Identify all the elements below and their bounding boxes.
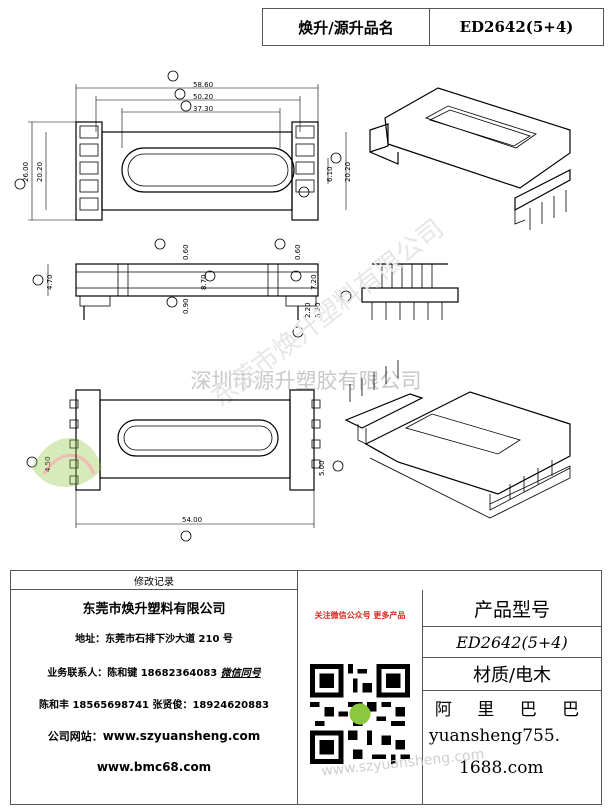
contact-line-2: 陈和丰 18565698741 张贤俊：18924620883	[38, 700, 270, 711]
isometric-view-bottom	[344, 360, 571, 519]
dim-4-50: 4.50	[44, 456, 52, 472]
dim-0-90: 0.90	[182, 298, 190, 314]
website-url[interactable]: www.szyuansheng.com	[102, 729, 261, 743]
alibaba-shop-url-2[interactable]: 1688.com	[459, 758, 544, 778]
dim-7-20: 7.20	[310, 274, 318, 290]
technical-drawing: 58.60 50.20 37.30 26.00 20.20 20.20 6.10	[14, 70, 571, 542]
qr-code	[310, 664, 410, 764]
dim-0-60: 0.60	[182, 244, 190, 260]
info-block: 修改记录 东莞市焕升塑料有限公司 地址：东莞市石排下沙大道 210 号 业务联系…	[10, 570, 602, 805]
dim-2-20: 2.20	[304, 302, 312, 318]
dim-6-10: 6.10	[326, 166, 334, 182]
product-model-label: 产品型号	[423, 590, 601, 627]
website-line: 公司网站：www.szyuansheng.com	[11, 728, 297, 744]
alibaba-label: 阿 里 巴 巴	[434, 699, 590, 720]
qr-column: 关注微信公众号 更多产品	[298, 590, 423, 804]
dim-8-70: 8.70	[200, 274, 208, 290]
dim-54-00: 54.00	[182, 516, 202, 524]
website-label: 公司网站：	[47, 730, 103, 743]
part-number: ED2642(5+4)	[459, 18, 574, 36]
side-view: 4.70 0.60 8.70 0.90 0.60 7.20 2.20 3.50	[32, 238, 322, 338]
website-url-2[interactable]: www.bmc68.com	[96, 760, 212, 774]
logo-watermark	[32, 438, 102, 487]
product-name-label: 焕升/源升品名	[263, 9, 430, 45]
dim-0-60-right: 0.60	[294, 244, 302, 260]
watermark-text: 深圳市源升塑胶有限公司	[191, 370, 422, 393]
company-address: 地址：东莞市石排下沙大道 210 号	[75, 634, 233, 645]
dim-37-30: 37.30	[193, 105, 213, 113]
isometric-view-top	[369, 87, 571, 230]
top-view: 58.60 50.20 37.30 26.00 20.20 20.20 6.10	[14, 70, 352, 221]
alibaba-shop-url-1[interactable]: yuansheng755.	[429, 726, 561, 746]
company-name: 东莞市焕升塑料有限公司	[82, 602, 226, 617]
company-info: 东莞市焕升塑料有限公司 地址：东莞市石排下沙大道 210 号 业务联系人：陈和键…	[11, 590, 298, 804]
wechat-note: 微信同号	[220, 668, 261, 679]
dim-20-20: 20.20	[36, 162, 44, 182]
dim-50-20: 50.20	[193, 93, 213, 101]
product-info-column: 产品型号 ED2642(5+4) 材质/电木 阿 里 巴 巴 yuansheng…	[423, 590, 601, 804]
title-block: 焕升/源升品名 ED2642(5+4)	[262, 8, 604, 46]
dim-58-60: 58.60	[193, 81, 213, 89]
dim-5-00: 5.00	[318, 460, 326, 476]
contact1-text: 业务联系人：陈和键 18682364083	[47, 668, 221, 679]
end-view	[340, 263, 459, 320]
product-model-value: ED2642(5+4)	[423, 627, 601, 658]
dim-3-50: 3.50	[314, 302, 322, 318]
dim-20-20-right: 20.20	[344, 162, 352, 182]
contact-line-1: 业务联系人：陈和键 18682364083 微信同号	[11, 664, 297, 679]
follow-text: 关注微信公众号 更多产品	[314, 611, 406, 620]
revision-record-label: 修改记录	[11, 571, 298, 590]
material-label: 材质/电木	[423, 658, 601, 691]
bottom-view: 54.00 4.50 5.00	[26, 389, 344, 542]
dim-26-00: 26.00	[22, 162, 30, 182]
dim-4-70: 4.70	[46, 274, 54, 290]
